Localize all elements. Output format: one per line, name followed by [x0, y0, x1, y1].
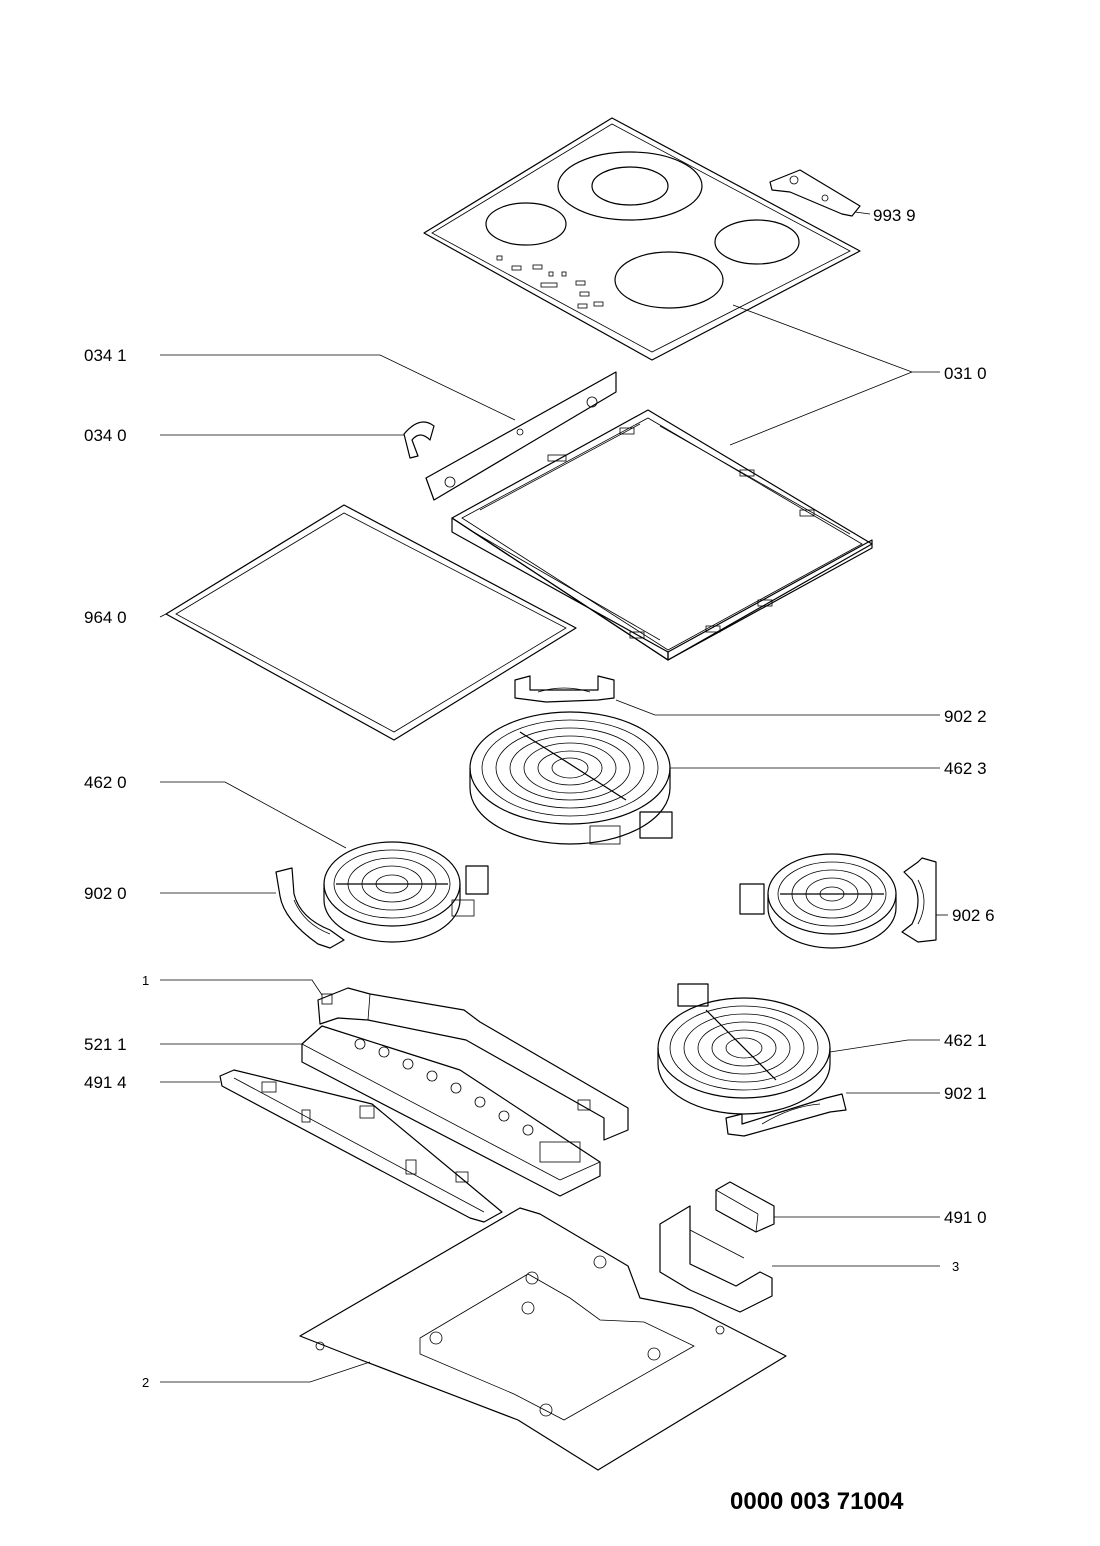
ceramic-glass-top: [423, 117, 861, 361]
clip-034-0: [403, 421, 435, 459]
label-031-0: 031 0: [944, 364, 987, 383]
support-frame: [451, 409, 873, 661]
radiant-heater-462-0: [323, 841, 489, 943]
label-964-0: 964 0: [84, 608, 127, 627]
label-3: 3: [952, 1259, 959, 1274]
touch-control-markings: [496, 255, 604, 309]
label-462-1: 462 1: [944, 1031, 987, 1050]
bracket-902-6: [901, 857, 937, 943]
cover-491-4: [219, 1069, 503, 1223]
control-board-521-1: [301, 1025, 601, 1197]
label-491-0: 491 0: [944, 1208, 987, 1227]
leader-lines: [159, 211, 948, 1383]
control-housing-1: [317, 987, 629, 1141]
radiant-heater-small: [739, 853, 897, 949]
label-902-1: 902 1: [944, 1084, 987, 1103]
bracket-993-9: [769, 169, 861, 217]
label-902-2: 902 2: [944, 707, 987, 726]
bracket-902-2: [514, 675, 615, 703]
document-number: 0000 003 71004: [730, 1488, 904, 1515]
bottom-plate-2: [299, 1207, 787, 1471]
label-034-0: 034 0: [84, 426, 127, 445]
terminal-block-491-0: [715, 1181, 775, 1233]
label-2: 2: [142, 1375, 149, 1390]
label-491-4: 491 4: [84, 1073, 127, 1092]
gasket-964-0: [165, 504, 577, 741]
label-902-0: 902 0: [84, 884, 127, 903]
bracket-902-1: [725, 1093, 847, 1137]
bracket-902-0: [275, 867, 345, 949]
bracket-3: [659, 1205, 773, 1313]
label-521-1: 521 1: [84, 1035, 127, 1054]
label-462-3: 462 3: [944, 759, 987, 778]
label-902-6: 902 6: [952, 906, 995, 925]
label-034-1: 034 1: [84, 346, 127, 365]
label-1: 1: [142, 973, 149, 988]
frame-rail-034-1: [425, 371, 617, 501]
part-labels: 993 9 034 1 031 0 034 0 964 0 902 2 462 …: [84, 206, 995, 1390]
radiant-heater-462-3: [469, 711, 673, 845]
label-462-0: 462 0: [84, 773, 127, 792]
label-993-9: 993 9: [873, 206, 916, 225]
radiant-heater-462-1: [657, 983, 831, 1115]
